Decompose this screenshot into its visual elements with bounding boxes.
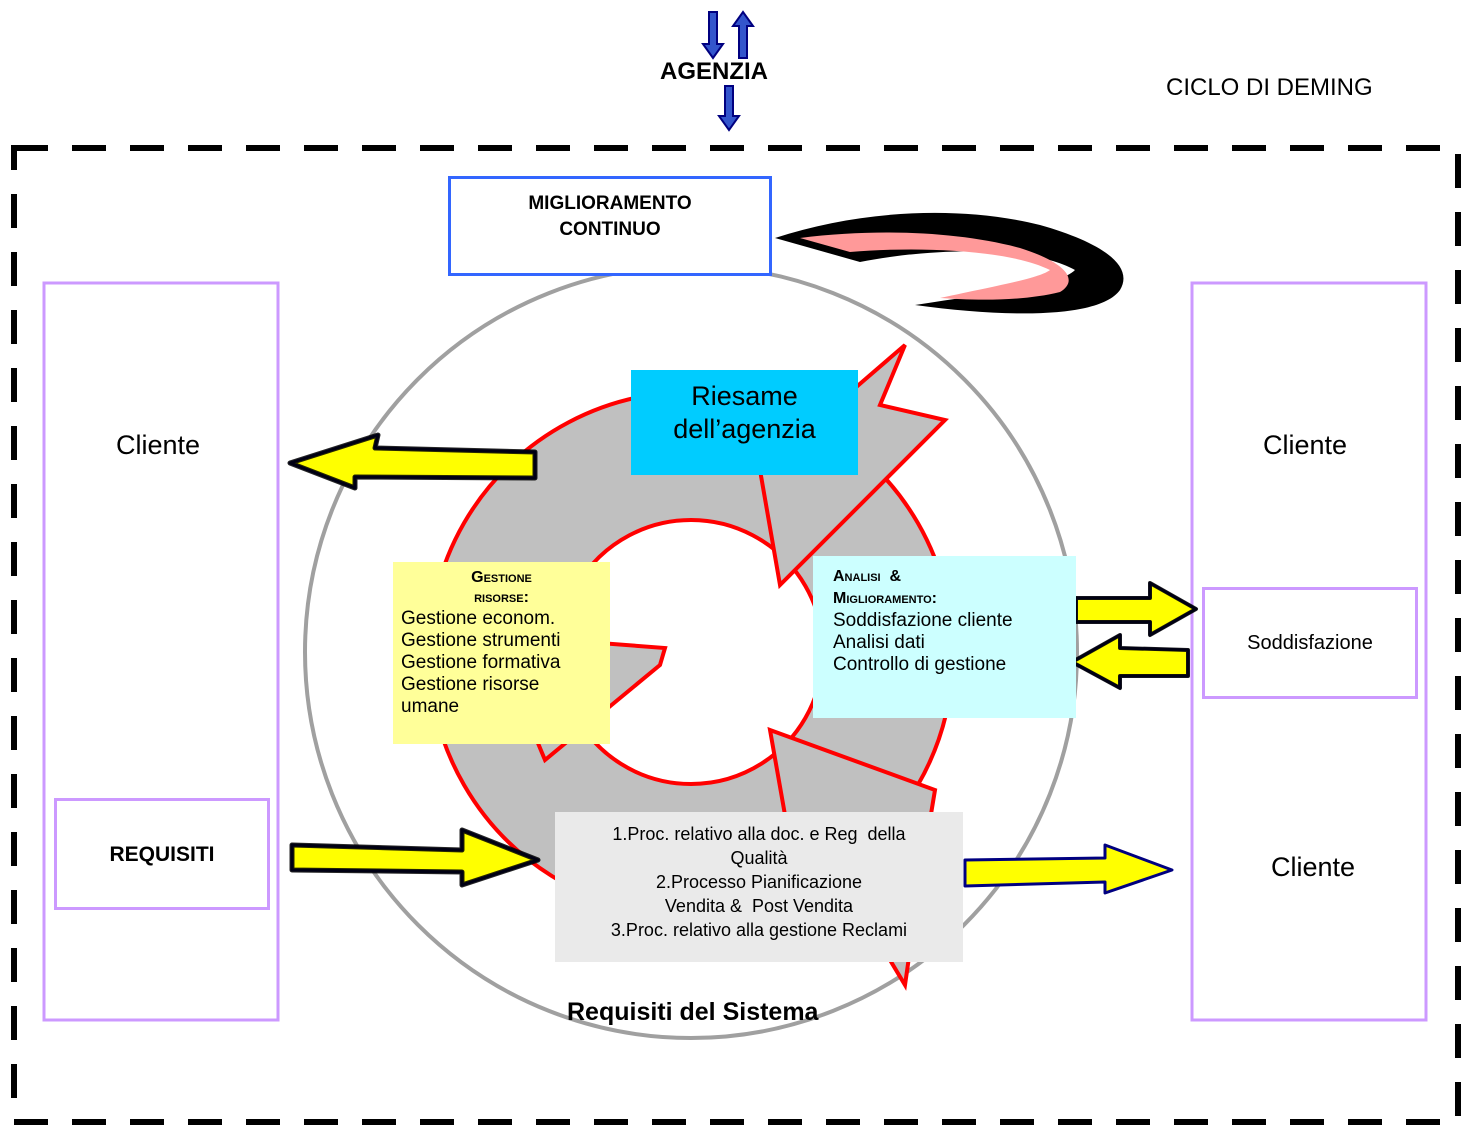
analysis-improvement-box: Analisi & Miglioramento: Soddisfazione c… — [813, 556, 1076, 718]
resources-item: Gestione formativa — [401, 652, 561, 673]
process-line: Qualità — [730, 848, 788, 868]
continuous-improvement-box: MIGLIORAMENTO CONTINUO — [448, 176, 772, 276]
resources-item: umane — [401, 696, 460, 717]
agency-label: AGENZIA — [660, 58, 768, 85]
cycle-title: CICLO DI DEMING — [1166, 74, 1373, 101]
agency-review-box: Riesame dell’agenzia — [631, 370, 858, 475]
satisfaction-box: Soddisfazione — [1202, 587, 1418, 699]
resources-item: Gestione econom. — [401, 608, 556, 629]
system-boundary — [11, 145, 1461, 1125]
analysis-item: Soddisfazione cliente — [833, 610, 1013, 631]
left-client-panel — [42, 281, 280, 1022]
analysis-item: Controllo di gestione — [833, 654, 1007, 675]
review-line1: Riesame — [691, 381, 798, 411]
improvement-line1: MIGLIORAMENTO — [528, 193, 692, 214]
process-line: 2.Processo Pianificazione — [655, 872, 863, 892]
analysis-heading1: Analisi & — [833, 568, 902, 585]
process-line: Vendita & Post Vendita — [664, 896, 854, 916]
resource-management-box: Gestione risorse: Gestione econom. Gesti… — [393, 562, 610, 744]
resources-item: Gestione strumenti — [401, 630, 561, 651]
yellow-arrows — [287, 432, 1198, 895]
right-client-bottom-label: Cliente — [1271, 852, 1356, 882]
improvement-line2: CONTINUO — [559, 219, 661, 240]
processes-box: 1.Proc. relativo alla doc. e Reg della Q… — [555, 812, 963, 962]
right-client-top-label: Cliente — [1263, 430, 1348, 460]
process-line: 3.Proc. relativo alla gestione Reclami — [610, 920, 908, 940]
process-line: 1.Proc. relativo alla doc. e Reg della — [612, 824, 906, 844]
satisfaction-label: Soddisfazione — [1247, 632, 1373, 654]
agency-arrows — [701, 10, 755, 132]
system-requirements-label: Requisiti del Sistema — [567, 998, 819, 1026]
right-client-panel — [1190, 281, 1428, 1022]
analysis-heading2: Miglioramento: — [833, 590, 938, 607]
improvement-swoosh — [775, 212, 1124, 314]
analysis-item: Analisi dati — [833, 632, 925, 653]
requirements-box: REQUISITI — [54, 798, 270, 910]
left-client-label: Cliente — [116, 430, 201, 460]
requirements-label: REQUISITI — [109, 843, 215, 866]
resources-heading2: risorse: — [474, 589, 529, 606]
resources-heading1: Gestione — [471, 569, 532, 586]
review-line2: dell’agenzia — [673, 414, 816, 444]
resources-item: Gestione risorse — [401, 674, 540, 695]
